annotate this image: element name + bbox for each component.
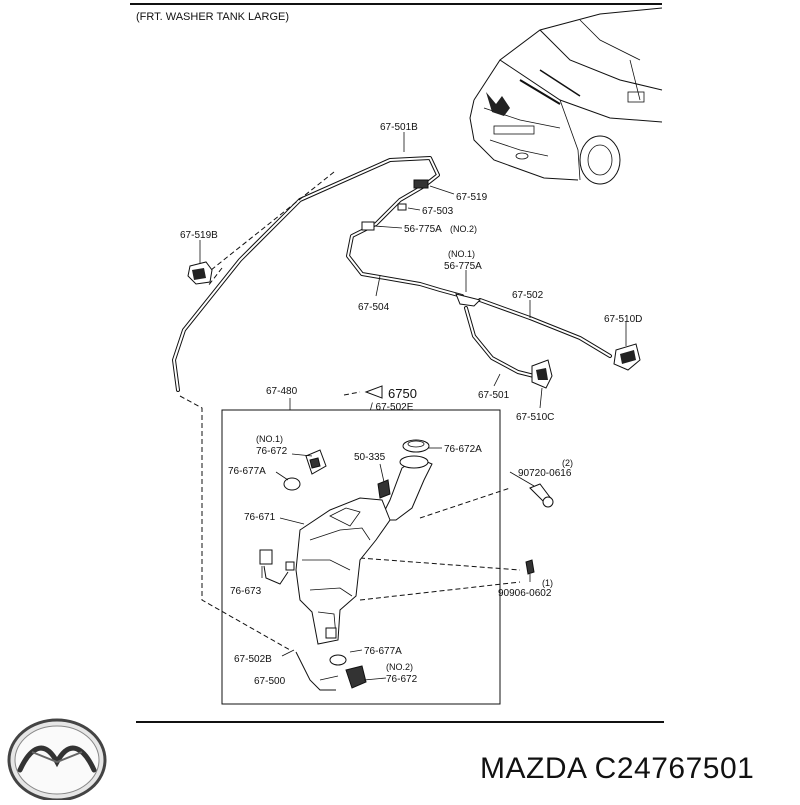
label-56-775a-no2-note: (NO.2) [450,224,477,234]
label-67-502: 67-502 [512,290,544,301]
bolt-90720-0616 [529,483,554,508]
label-90720-0616: 90720-0616 [518,468,572,479]
bracket-50-335 [377,479,391,499]
tank-assembly [259,439,554,691]
label-50-335: 50-335 [354,452,386,463]
label-56-775a-no1-note: (NO.1) [448,249,475,259]
pump-motor-no1 [283,449,327,491]
mazda-logo-icon [7,718,107,802]
check-valve-67-519 [413,179,429,189]
tank-assembly-box [221,409,501,705]
label-motor-no1-note: (NO.1) [256,434,283,444]
label-76-672-no1: 76-672 [256,446,288,457]
brand-caption: MAZDA C24767501 [480,752,754,785]
car-illustration [469,7,663,185]
label-qty-2: (2) [562,458,573,468]
label-76-677a-top: 76-677A [228,466,266,477]
label-motor-no2-note: (NO.2) [386,662,413,672]
pump-motor-no2 [329,654,367,689]
label-67-519b: 67-519B [180,230,218,241]
hose-network [172,156,612,392]
label-qty-1: (1) [542,578,553,588]
label-76-677a-bottom: 76-677A [364,646,402,657]
dashed-routing-lines [179,171,521,651]
hose-67-500 [295,651,336,691]
hose-components [187,179,641,389]
leader-lines [199,132,627,681]
label-67-519: 67-519 [456,192,488,203]
label-67-502b: 67-502B [234,654,272,665]
filler-cap-76-672a [402,439,430,453]
label-76-671: 76-671 [244,512,276,523]
label-6750: 6750 [388,386,417,401]
reference-arrow-icon [364,385,383,399]
label-76-672-no2: 76-672 [386,674,418,685]
label-90906-0602: 90906-0602 [498,588,552,599]
label-56-775a-no2: 56-775A [404,224,442,235]
tank-76-671 [295,497,391,645]
level-sensor-76-673 [259,549,295,585]
label-67-501b: 67-501B [380,122,418,133]
joint-56-775a-no2 [361,221,375,231]
label-67-500: 67-500 [254,676,286,687]
label-67-510d: 67-510D [604,314,642,325]
diagram-header: (FRT. WASHER TANK LARGE) [136,11,289,23]
clip-90906-0602 [525,559,535,575]
nozzle-67-510c [531,359,553,389]
label-67-510c: 67-510C [516,412,554,423]
label-76-672a: 76-672A [444,444,482,455]
callout-labels: 67-501B 67-519 67-503 56-775A (NO.2) (NO… [180,122,642,687]
joint-56-775a-no1 [455,293,481,307]
label-76-673: 76-673 [230,586,262,597]
label-67-504: 67-504 [358,302,390,313]
label-56-775a-no1: 56-775A [444,261,482,272]
label-67-503: 67-503 [422,206,454,217]
nozzle-67-519b [187,261,213,285]
label-67-480: 67-480 [266,386,298,397]
label-67-501: 67-501 [478,390,510,401]
joint-67-503 [397,203,407,211]
nozzle-67-510d [613,343,641,371]
label-67-502e: / 67-502E [370,402,414,413]
